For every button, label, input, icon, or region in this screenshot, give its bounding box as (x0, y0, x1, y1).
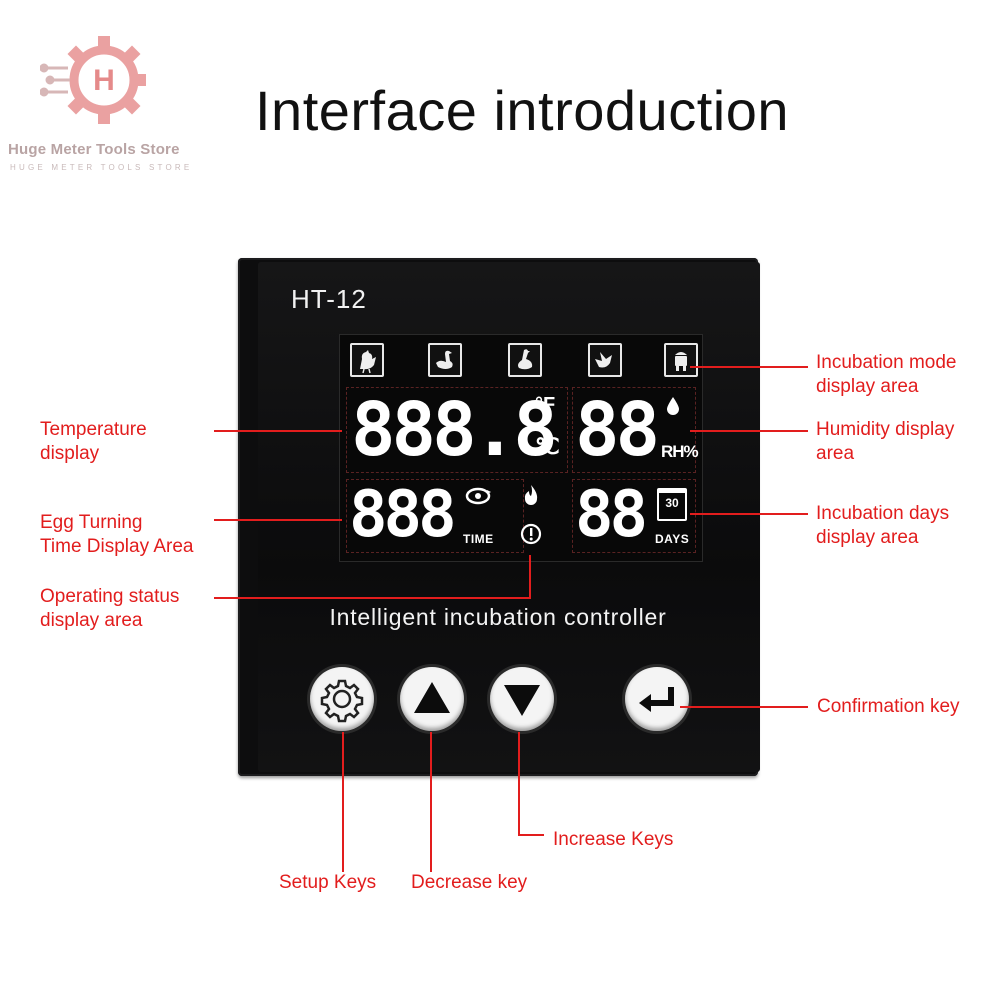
increase-annotation: Increase Keys (553, 829, 674, 850)
temperature-area: 888.8 °F ℃ (346, 387, 568, 473)
confirmation-pointer (680, 706, 808, 708)
mode-icons-row (348, 343, 698, 379)
store-subtitle: HUGE METER TOOLS STORE (10, 163, 193, 172)
enter-icon (639, 687, 674, 712)
humidity-unit: RH% (661, 442, 699, 461)
fahrenheit-unit: °F (535, 394, 556, 416)
rotate-icon (465, 487, 491, 505)
increase-button[interactable] (490, 667, 554, 731)
store-logo: H (40, 36, 146, 124)
incubation-mode-pointer (690, 366, 808, 368)
gear-icon (320, 679, 364, 723)
days-label: DAYS (655, 532, 690, 546)
temperature-pointer (214, 430, 342, 432)
calendar-icon: 30 (657, 488, 687, 521)
humidity-area: 88 RH% (572, 387, 699, 473)
operating-status-pointer-h (214, 597, 530, 599)
svg-text:H: H (93, 64, 115, 97)
lcd-screen: 888.8 °F ℃ 88 RH% 888 TIME 88 30 DAYS (339, 334, 703, 562)
confirmation-annotation: Confirmation key (817, 696, 960, 717)
increase-pointer-h (518, 834, 544, 836)
chicken-icon (350, 343, 384, 377)
egg-turning-digits: 888 (349, 478, 457, 552)
triangle-up-icon (414, 682, 450, 713)
decrease-annotation: Decrease key (411, 872, 528, 893)
operating-status-pointer-v (529, 555, 531, 599)
triangle-down-icon (504, 685, 540, 716)
setup-button[interactable] (310, 667, 374, 731)
operating-status-area (520, 479, 544, 551)
egg-turning-area: 888 TIME (346, 479, 524, 553)
flame-icon (524, 485, 538, 505)
temperature-digits: 888.8 (351, 387, 558, 473)
time-label: TIME (463, 532, 494, 546)
humidity-digits: 88 (575, 387, 660, 473)
increase-pointer-v (518, 732, 520, 836)
decrease-pointer (430, 732, 432, 872)
decrease-button[interactable] (400, 667, 464, 731)
setup-annotation: Setup Keys (279, 872, 377, 893)
device-slogan: Intelligent incubation controller (329, 604, 667, 630)
custom-mode-icon (664, 343, 698, 377)
water-drop-icon (667, 397, 679, 415)
duck-icon (428, 343, 462, 377)
incubation-days-pointer (690, 513, 808, 515)
alarm-icon (520, 523, 542, 545)
calendar-number: 30 (665, 496, 679, 510)
egg-turning-pointer (214, 519, 342, 521)
store-name: Huge Meter Tools Store (8, 141, 180, 158)
humidity-pointer (690, 430, 808, 432)
incubation-days-area: 88 30 DAYS (572, 479, 696, 553)
days-digits: 88 (575, 478, 648, 552)
goose-icon (508, 343, 542, 377)
setup-pointer (342, 732, 344, 872)
celsius-unit: ℃ (535, 434, 560, 459)
page-title: Interface introduction (255, 79, 789, 142)
bird-icon (588, 343, 622, 377)
confirm-button[interactable] (625, 667, 689, 731)
model-label: HT-12 (291, 284, 367, 314)
